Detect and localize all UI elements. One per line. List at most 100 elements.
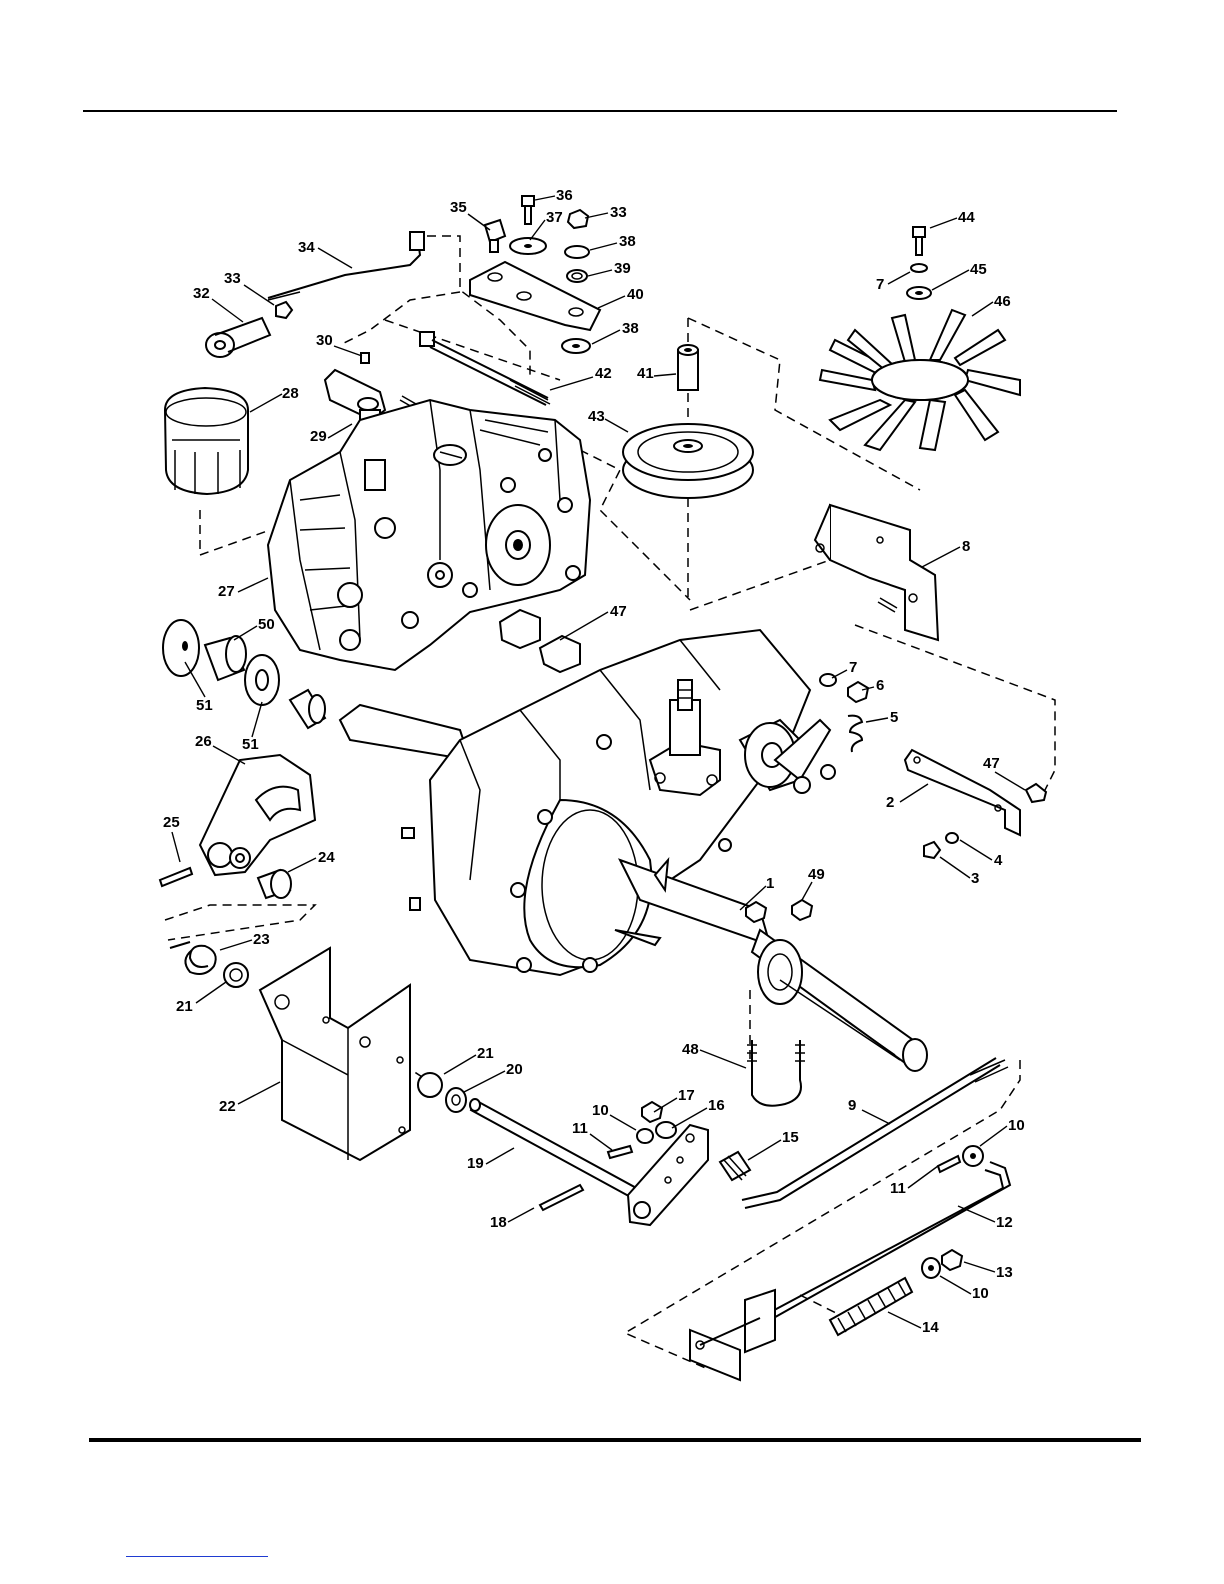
callout-label-c1: 1 xyxy=(766,875,774,892)
bracket-8 xyxy=(815,505,938,640)
callout-label-c33b: 33 xyxy=(610,204,627,221)
callout-label-c25: 25 xyxy=(163,814,180,831)
leader-line-c15 xyxy=(748,1140,781,1160)
leader-line-c38a xyxy=(590,243,617,250)
callout-label-c36: 36 xyxy=(556,187,573,204)
nut-17 xyxy=(642,1102,662,1122)
callout-label-c23: 23 xyxy=(253,931,270,948)
callout-label-c22: 22 xyxy=(219,1098,236,1115)
callout-label-c2: 2 xyxy=(886,794,894,811)
callout-label-c44: 44 xyxy=(958,209,975,226)
callout-label-c49: 49 xyxy=(808,866,825,883)
callout-label-c43: 43 xyxy=(588,408,605,425)
leader-line-c21b xyxy=(444,1055,476,1074)
callout-label-c10c: 10 xyxy=(972,1285,989,1302)
callout-label-c20: 20 xyxy=(506,1061,523,1078)
callout-label-c51a: 51 xyxy=(196,697,213,714)
leader-line-c50 xyxy=(234,626,257,640)
leader-line-c20 xyxy=(464,1071,505,1092)
nut-49 xyxy=(746,900,812,922)
leader-line-c34 xyxy=(318,248,352,268)
u-bolt-48 xyxy=(747,1040,805,1106)
leader-line-c45 xyxy=(932,270,969,290)
washer-51b xyxy=(245,655,279,705)
leader-line-c18 xyxy=(508,1208,534,1222)
stud-15 xyxy=(720,1152,750,1180)
callout-label-c11a: 11 xyxy=(572,1120,588,1137)
leader-line-c25 xyxy=(172,832,180,862)
callout-label-c41: 41 xyxy=(637,365,654,382)
callout-label-c30: 30 xyxy=(316,332,333,349)
nut-33b xyxy=(568,210,588,228)
bushing-21b xyxy=(418,1073,442,1097)
nut-3 xyxy=(924,842,940,858)
bolt-11a xyxy=(608,1146,632,1158)
leader-line-c22 xyxy=(238,1082,280,1104)
leader-line-c7a xyxy=(888,272,910,284)
leader-line-c33a xyxy=(244,285,274,305)
leader-line-c51b xyxy=(252,702,262,737)
callout-label-c35: 35 xyxy=(450,199,467,216)
callout-label-c8: 8 xyxy=(962,538,970,555)
leader-line-c12 xyxy=(958,1206,995,1222)
callout-label-c38a: 38 xyxy=(619,233,636,250)
leader-line-c10b xyxy=(610,1115,636,1130)
leader-line-c11a xyxy=(590,1134,612,1150)
leader-line-c28 xyxy=(250,394,282,412)
bracket-2 xyxy=(905,750,1020,835)
callout-label-c4: 4 xyxy=(994,852,1003,869)
callout-label-c28: 28 xyxy=(282,385,299,402)
bolt-44 xyxy=(913,227,925,255)
bushing-50 xyxy=(205,636,246,680)
leader-line-c19 xyxy=(486,1148,514,1164)
spring-5 xyxy=(848,716,862,752)
leader-line-c49 xyxy=(802,882,812,900)
torsion-spring-23 xyxy=(170,942,216,974)
lockwasher-7b xyxy=(820,674,836,686)
leader-line-c44 xyxy=(930,218,957,228)
leader-line-c48 xyxy=(700,1050,746,1068)
callout-label-c14: 14 xyxy=(922,1319,939,1336)
spacer-39 xyxy=(567,270,587,282)
leader-line-c23 xyxy=(220,940,252,950)
footer-link-underline[interactable] xyxy=(126,1556,268,1557)
leader-line-c10a xyxy=(980,1126,1007,1146)
transaxle-housing-1 xyxy=(340,630,927,1071)
bolt-36 xyxy=(522,196,534,224)
coupling-47 xyxy=(500,610,580,672)
bushing-21a xyxy=(224,963,248,987)
callout-label-c19: 19 xyxy=(467,1155,484,1172)
callout-label-c17: 17 xyxy=(678,1087,695,1104)
leader-line-c21a xyxy=(196,982,226,1003)
callout-label-c26: 26 xyxy=(195,733,212,750)
lockwasher-7a xyxy=(911,264,927,272)
sleeve xyxy=(290,690,325,728)
washer-45 xyxy=(907,287,931,299)
callout-label-c21a: 21 xyxy=(176,998,193,1015)
nut-13 xyxy=(942,1250,962,1270)
leader-line-c7b xyxy=(832,670,847,678)
washer-16 xyxy=(656,1122,676,1138)
callout-label-c29: 29 xyxy=(310,428,327,445)
leader-line-c46 xyxy=(972,302,993,316)
leader-line-c26 xyxy=(213,746,245,764)
callout-label-c48: 48 xyxy=(682,1041,699,1058)
mounting-bracket-22 xyxy=(260,948,410,1160)
leader-line-c41 xyxy=(654,374,676,376)
callout-label-c9: 9 xyxy=(848,1097,856,1114)
callout-label-c10b: 10 xyxy=(592,1102,609,1119)
leader-line-c4 xyxy=(960,840,992,860)
leader-line-c2 xyxy=(900,784,928,802)
callout-label-c46: 46 xyxy=(994,293,1011,310)
leader-line-c5 xyxy=(866,718,888,722)
callout-label-c38b: 38 xyxy=(622,320,639,337)
pin-30 xyxy=(361,353,369,363)
callout-label-c13: 13 xyxy=(996,1264,1013,1281)
bolt-11b xyxy=(938,1156,960,1172)
brake-lever-26 xyxy=(200,755,315,875)
leader-line-c10c xyxy=(940,1276,971,1294)
leader-line-c13 xyxy=(964,1262,995,1272)
callout-label-c33a: 33 xyxy=(224,270,241,287)
leader-line-c32 xyxy=(212,299,243,322)
